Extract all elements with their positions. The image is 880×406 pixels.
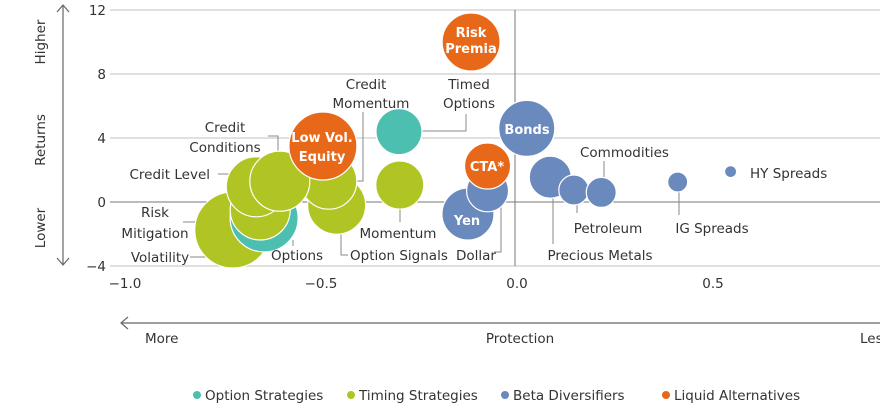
bubble-label: Equity (299, 150, 346, 165)
legend: Option Strategies Timing Strategies Beta D… (193, 388, 800, 404)
bubble-label: Conditions (189, 140, 260, 156)
bubble-label: Risk (141, 205, 169, 221)
y-tick-label: 12 (89, 3, 106, 19)
bubble-label: CTA* (470, 160, 504, 175)
bubble-label: Option Signals (350, 248, 448, 264)
bubble-risk-premia (441, 12, 501, 72)
legend-label: Beta Diversifiers (513, 388, 625, 404)
x-tick-labels: −1.0 −0.5 0.0 0.5 (109, 276, 724, 292)
bubble-label: Yen (453, 214, 480, 229)
bubble-label: Credit Level (129, 167, 210, 183)
bubble-petroleum (558, 174, 590, 206)
bubble-cta (463, 142, 512, 190)
bubble-label: Dollar (456, 248, 496, 264)
bubble-label: HY Spreads (750, 166, 827, 182)
bubble-ig-spreads (667, 171, 689, 193)
x-axis-arrow (120, 316, 880, 330)
bubble-label: Premia (445, 42, 497, 57)
x-tick-label: −1.0 (109, 276, 142, 292)
bubble-label: Mitigation (121, 226, 188, 242)
bubble-commodities (585, 176, 617, 208)
y-tick-labels: 12 8 4 0 −4 (86, 3, 106, 275)
y-axis-arrow (56, 4, 70, 266)
y-direction-bottom: Lower (33, 207, 49, 248)
bubbles (194, 12, 738, 269)
y-tick-label: 8 (97, 67, 106, 83)
bubble-label: Petroleum (574, 221, 643, 237)
bubble-label: IG Spreads (675, 221, 748, 237)
legend-label: Option Strategies (205, 388, 323, 404)
bubble-low-vol-equity (288, 111, 358, 181)
bubble-label: Bonds (504, 123, 549, 138)
bubble-bonds (498, 99, 556, 157)
y-tick-label: −4 (86, 259, 106, 275)
y-direction-top: Higher (33, 19, 49, 64)
bubble-hy-spreads (723, 165, 738, 179)
bubble-label: Credit (205, 120, 246, 136)
bubble-label: Timed (447, 77, 490, 93)
bubble-label: Precious Metals (547, 248, 652, 264)
legend-label: Liquid Alternatives (674, 388, 800, 404)
x-tick-label: −0.5 (305, 276, 338, 292)
legend-swatch (501, 391, 509, 399)
x-direction-right: Less (860, 331, 880, 347)
bubble-label: Volatility (131, 250, 189, 266)
legend-label: Timing Strategies (358, 388, 478, 404)
bubble-label: Credit (346, 77, 387, 93)
bubble-label: Risk (456, 26, 487, 41)
y-tick-label: 0 (97, 195, 106, 211)
bubble-label: Momentum (360, 226, 437, 242)
y-tick-label: 4 (97, 131, 106, 147)
x-tick-label: 0.0 (506, 276, 527, 292)
bubble-credit-conditions (249, 150, 311, 212)
bubble-timed-options (375, 108, 423, 156)
x-axis-label: Protection (486, 331, 554, 347)
y-axis-label: Returns (33, 114, 49, 166)
x-direction-left: More (145, 331, 178, 347)
bubble-label: Options (443, 96, 495, 112)
x-tick-label: 0.5 (702, 276, 723, 292)
bubble-label: Low Vol. (291, 131, 352, 146)
legend-swatch (193, 391, 201, 399)
bubble-label: Options (271, 248, 323, 264)
bubble-label: Commodities (580, 145, 669, 161)
legend-swatch (347, 391, 355, 399)
legend-swatch (662, 391, 670, 399)
bubble-label: Momentum (333, 96, 410, 112)
bubble-momentum (375, 160, 425, 210)
